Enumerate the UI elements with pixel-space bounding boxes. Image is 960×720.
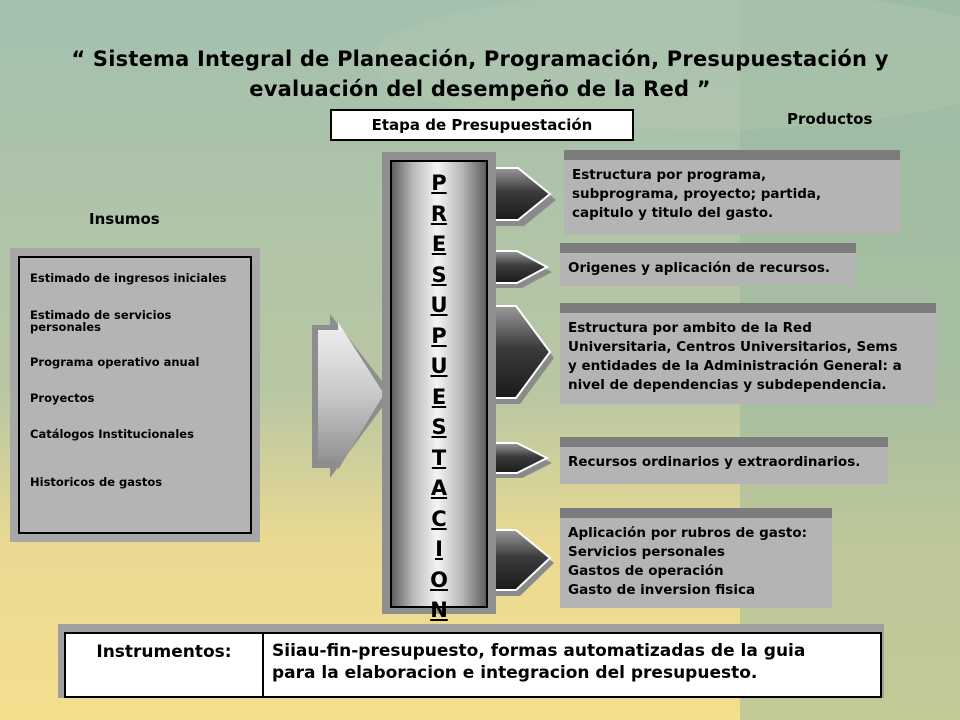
presupuestacion-column-text: P R E S U P U E S T A C I O N — [430, 171, 448, 622]
input-item: Historicos de gastos — [30, 475, 163, 489]
inputs-label: Insumos — [89, 210, 160, 228]
title-line-1: “ Sistema Integral de Planeación, Progra… — [71, 47, 889, 71]
chevron-arrows — [487, 167, 556, 596]
presupuestacion-column: P R E S U P U E S T A C I O N — [390, 160, 488, 622]
product-text: Recursos ordinarios y extraordinarios. — [560, 447, 888, 484]
product-box-5: Aplicación por rubros de gasto: Servicio… — [560, 508, 832, 608]
product-box-3: Estructura por ambito de la Red Universi… — [560, 303, 936, 404]
product-text: Aplicación por rubros de gasto: Servicio… — [560, 518, 832, 608]
product-box-2: Origenes y aplicación de recursos. — [560, 243, 856, 286]
input-item: Proyectos — [30, 391, 95, 405]
product-box-1: Estructura por programa, subprograma, pr… — [564, 150, 900, 234]
products-label: Productos — [787, 110, 873, 128]
title-line-2: evaluación del desempeño de la Red ” — [249, 77, 711, 101]
instruments-text: Siiau-fin-presupuesto, formas automatiza… — [272, 641, 806, 683]
input-item: Catálogos Institucionales — [30, 427, 194, 441]
product-text: Estructura por ambito de la Red Universi… — [560, 313, 936, 404]
input-arrow — [318, 322, 384, 470]
input-item: Estimado de servicios personales — [30, 308, 172, 334]
product-text: Origenes y aplicación de recursos. — [560, 253, 856, 286]
inputs-panel: Estimado de ingresos iniciales Estimado … — [18, 256, 252, 534]
input-item: Estimado de ingresos iniciales — [30, 271, 227, 285]
instruments-bar: Instrumentos: Siiau-fin-presupuesto, for… — [64, 632, 882, 698]
product-box-4: Recursos ordinarios y extraordinarios. — [560, 437, 888, 484]
input-item: Programa operativo anual — [30, 355, 200, 369]
product-text: Estructura por programa, subprograma, pr… — [564, 160, 900, 234]
slide-title: “ Sistema Integral de Planeación, Progra… — [40, 44, 920, 104]
stage-label-box: Etapa de Presupuestación — [330, 109, 634, 141]
instruments-label: Instrumentos: — [66, 634, 264, 696]
